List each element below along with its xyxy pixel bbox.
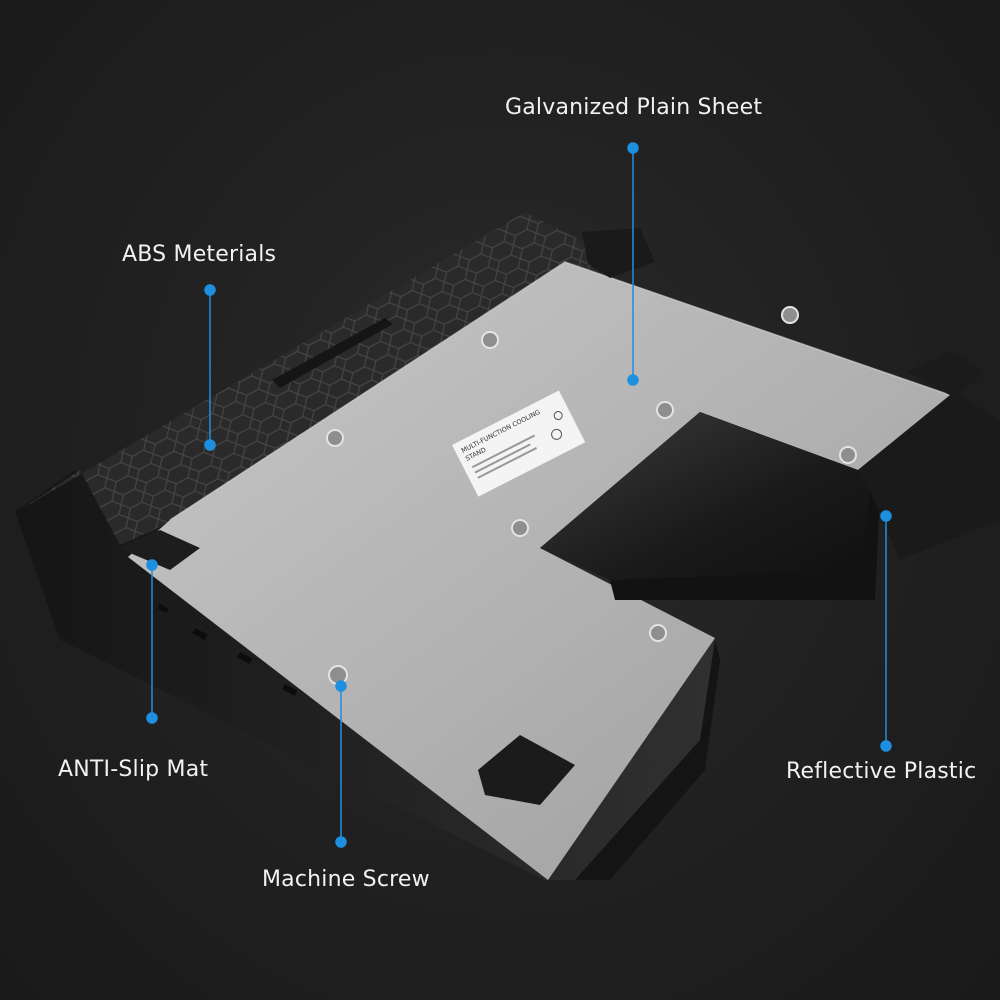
- callout-leaders: [146, 142, 892, 848]
- plate-screws: [326, 306, 857, 685]
- pad-top-center: [582, 228, 655, 278]
- handle-slot: [272, 318, 393, 388]
- pad-left: [118, 530, 200, 570]
- callout-anti-slip-mat: ANTI-Slip Mat: [58, 757, 209, 782]
- abs-texture: [20, 212, 605, 545]
- vent-slots: [157, 603, 298, 696]
- callout-abs-materials: ABS Meterials: [122, 242, 277, 267]
- galvanized-plate: [128, 262, 950, 880]
- callout-machine-screw: Machine Screw: [262, 867, 430, 892]
- reflective-recess: [540, 412, 870, 580]
- reflective-side: [858, 392, 1000, 560]
- callout-reflective-plastic: Reflective Plastic: [786, 759, 977, 784]
- callout-galvanized-plain-sheet: Galvanized Plain Sheet: [505, 95, 763, 120]
- pad-bottom: [478, 735, 575, 805]
- spec-sticker: MULTI-FUNCTION COOLING STAND: [452, 390, 586, 497]
- pad-right: [908, 350, 985, 398]
- housing-right-wall: [575, 640, 720, 880]
